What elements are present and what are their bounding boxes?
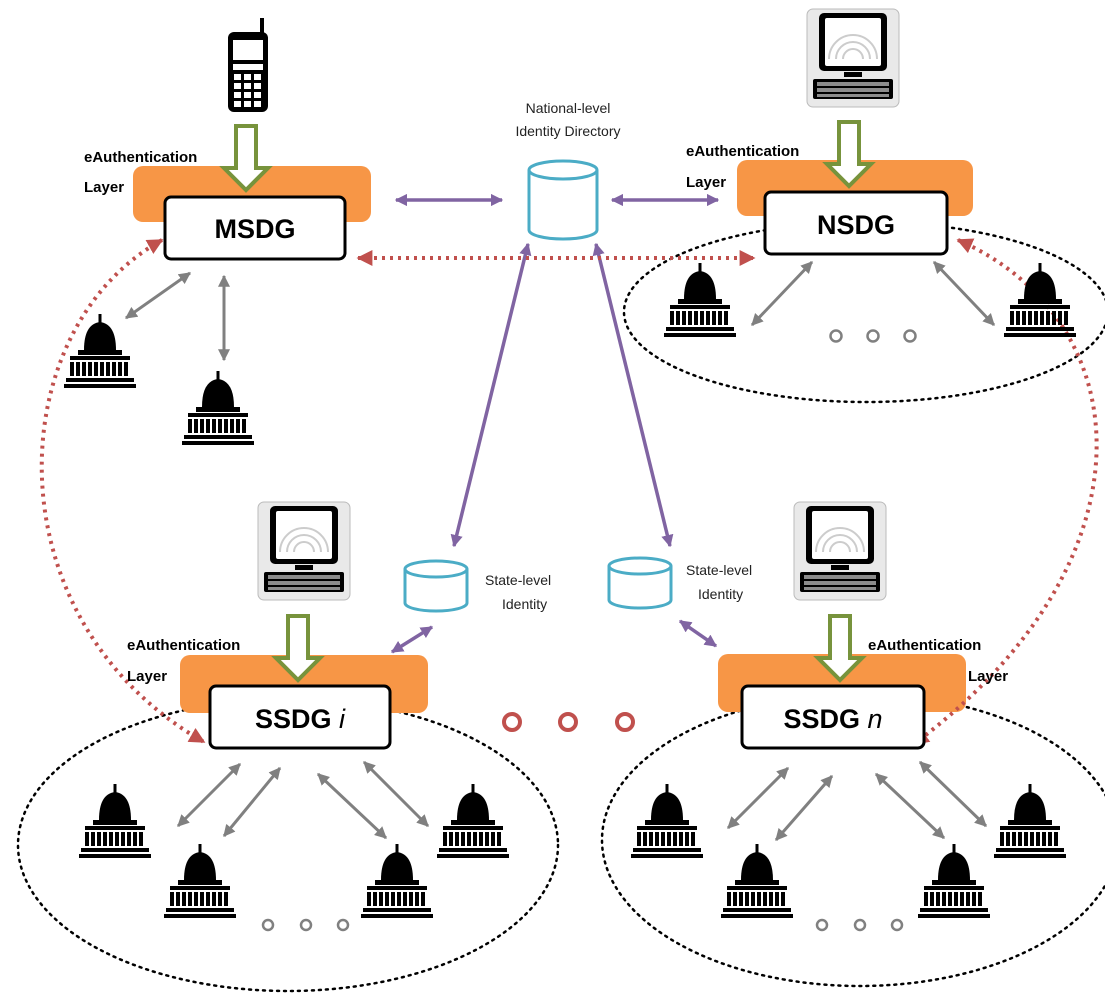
state-directory-n-label-line2: Identity xyxy=(698,586,743,602)
state-directory-n-label-line1: State-level xyxy=(686,562,752,578)
government-building-icon xyxy=(64,314,136,388)
link-ssdg-i-dept xyxy=(362,760,430,828)
link-nsdg-dept xyxy=(932,260,996,327)
state-directory-i-label-line2: Identity xyxy=(502,596,547,612)
ssdg-n-label: SSDG n xyxy=(783,704,882,734)
link-nsdg-dept xyxy=(750,260,814,327)
computer-terminal-icon xyxy=(793,501,887,601)
government-building-icon xyxy=(79,784,151,858)
computer-terminal-icon xyxy=(257,501,351,601)
link-national-state-directory-n xyxy=(592,242,674,548)
eauth-label-msdg-line1: eAuthentication xyxy=(84,149,197,166)
ssdg-n-group-boundary xyxy=(600,692,1105,988)
ssdg-i-node[interactable]: SSDG i xyxy=(208,684,392,750)
mobile-phone-icon xyxy=(228,18,268,112)
eauth-label-ssdg-i-line1: eAuthentication xyxy=(127,637,240,654)
msdg-label: MSDG xyxy=(215,214,296,244)
more-departments-indicator xyxy=(261,918,350,932)
more-departments-indicator xyxy=(829,329,917,343)
eauth-label-ssdg-i-line2: Layer xyxy=(127,668,167,685)
link-ssdg-i-dept xyxy=(316,772,388,840)
national-directory-label-line1: National-level xyxy=(526,100,611,116)
eauth-label-msdg-line2: Layer xyxy=(84,179,124,196)
national-directory-database-icon xyxy=(527,159,599,241)
government-building-icon xyxy=(994,784,1066,858)
eauth-label-ssdg-n-line1: eAuthentication xyxy=(868,637,981,654)
eauth-label-nsdg-line2: Layer xyxy=(686,174,726,191)
link-ssdg-n-dept xyxy=(918,760,988,828)
link-msdg-dept xyxy=(125,271,191,320)
state-directory-i-database-icon xyxy=(403,559,469,613)
link-ssdg-i-dept xyxy=(222,767,282,837)
ssdg-n-index: n xyxy=(868,704,883,734)
government-building-icon xyxy=(918,844,990,918)
ssdg-i-prefix: SSDG xyxy=(255,704,339,734)
ssdg-n-prefix: SSDG xyxy=(783,704,867,734)
government-building-icon xyxy=(361,844,433,918)
government-building-icon xyxy=(664,263,736,337)
ssdg-i-index: i xyxy=(339,704,346,734)
state-directory-i-label-line1: State-level xyxy=(485,572,551,588)
government-building-icon xyxy=(631,784,703,858)
nsdg-label: NSDG xyxy=(817,210,895,240)
ssdg-i-label: SSDG i xyxy=(255,704,346,734)
national-directory-label-line2: Identity Directory xyxy=(515,123,620,139)
ssdg-n-node[interactable]: SSDG n xyxy=(740,684,926,750)
link-state-directory-ssdg-n xyxy=(678,619,718,648)
link-ssdg-i-dept xyxy=(176,762,242,828)
link-ssdg-n-dept xyxy=(726,766,790,830)
eauth-label-ssdg-n-line2: Layer xyxy=(968,668,1008,685)
link-national-state-directory-i xyxy=(450,242,532,548)
eauth-label-nsdg-line1: eAuthentication xyxy=(686,143,799,160)
link-nsdg-ssdg-n xyxy=(912,238,1099,746)
computer-terminal-icon xyxy=(806,8,900,108)
more-departments-indicator xyxy=(815,918,904,932)
government-building-icon xyxy=(721,844,793,918)
link-state-directory-ssdg-i xyxy=(390,625,434,654)
government-building-icon xyxy=(437,784,509,858)
more-ssdg-indicator xyxy=(502,712,635,732)
nsdg-node[interactable]: NSDG xyxy=(763,190,949,256)
government-building-icon xyxy=(164,844,236,918)
link-ssdg-n-dept xyxy=(874,772,946,840)
government-building-icon xyxy=(182,371,254,445)
link-msdg-ssdg-i xyxy=(39,238,206,744)
msdg-node[interactable]: MSDG xyxy=(163,195,347,261)
state-directory-n-database-icon xyxy=(607,556,673,610)
link-ssdg-n-dept xyxy=(774,775,834,841)
